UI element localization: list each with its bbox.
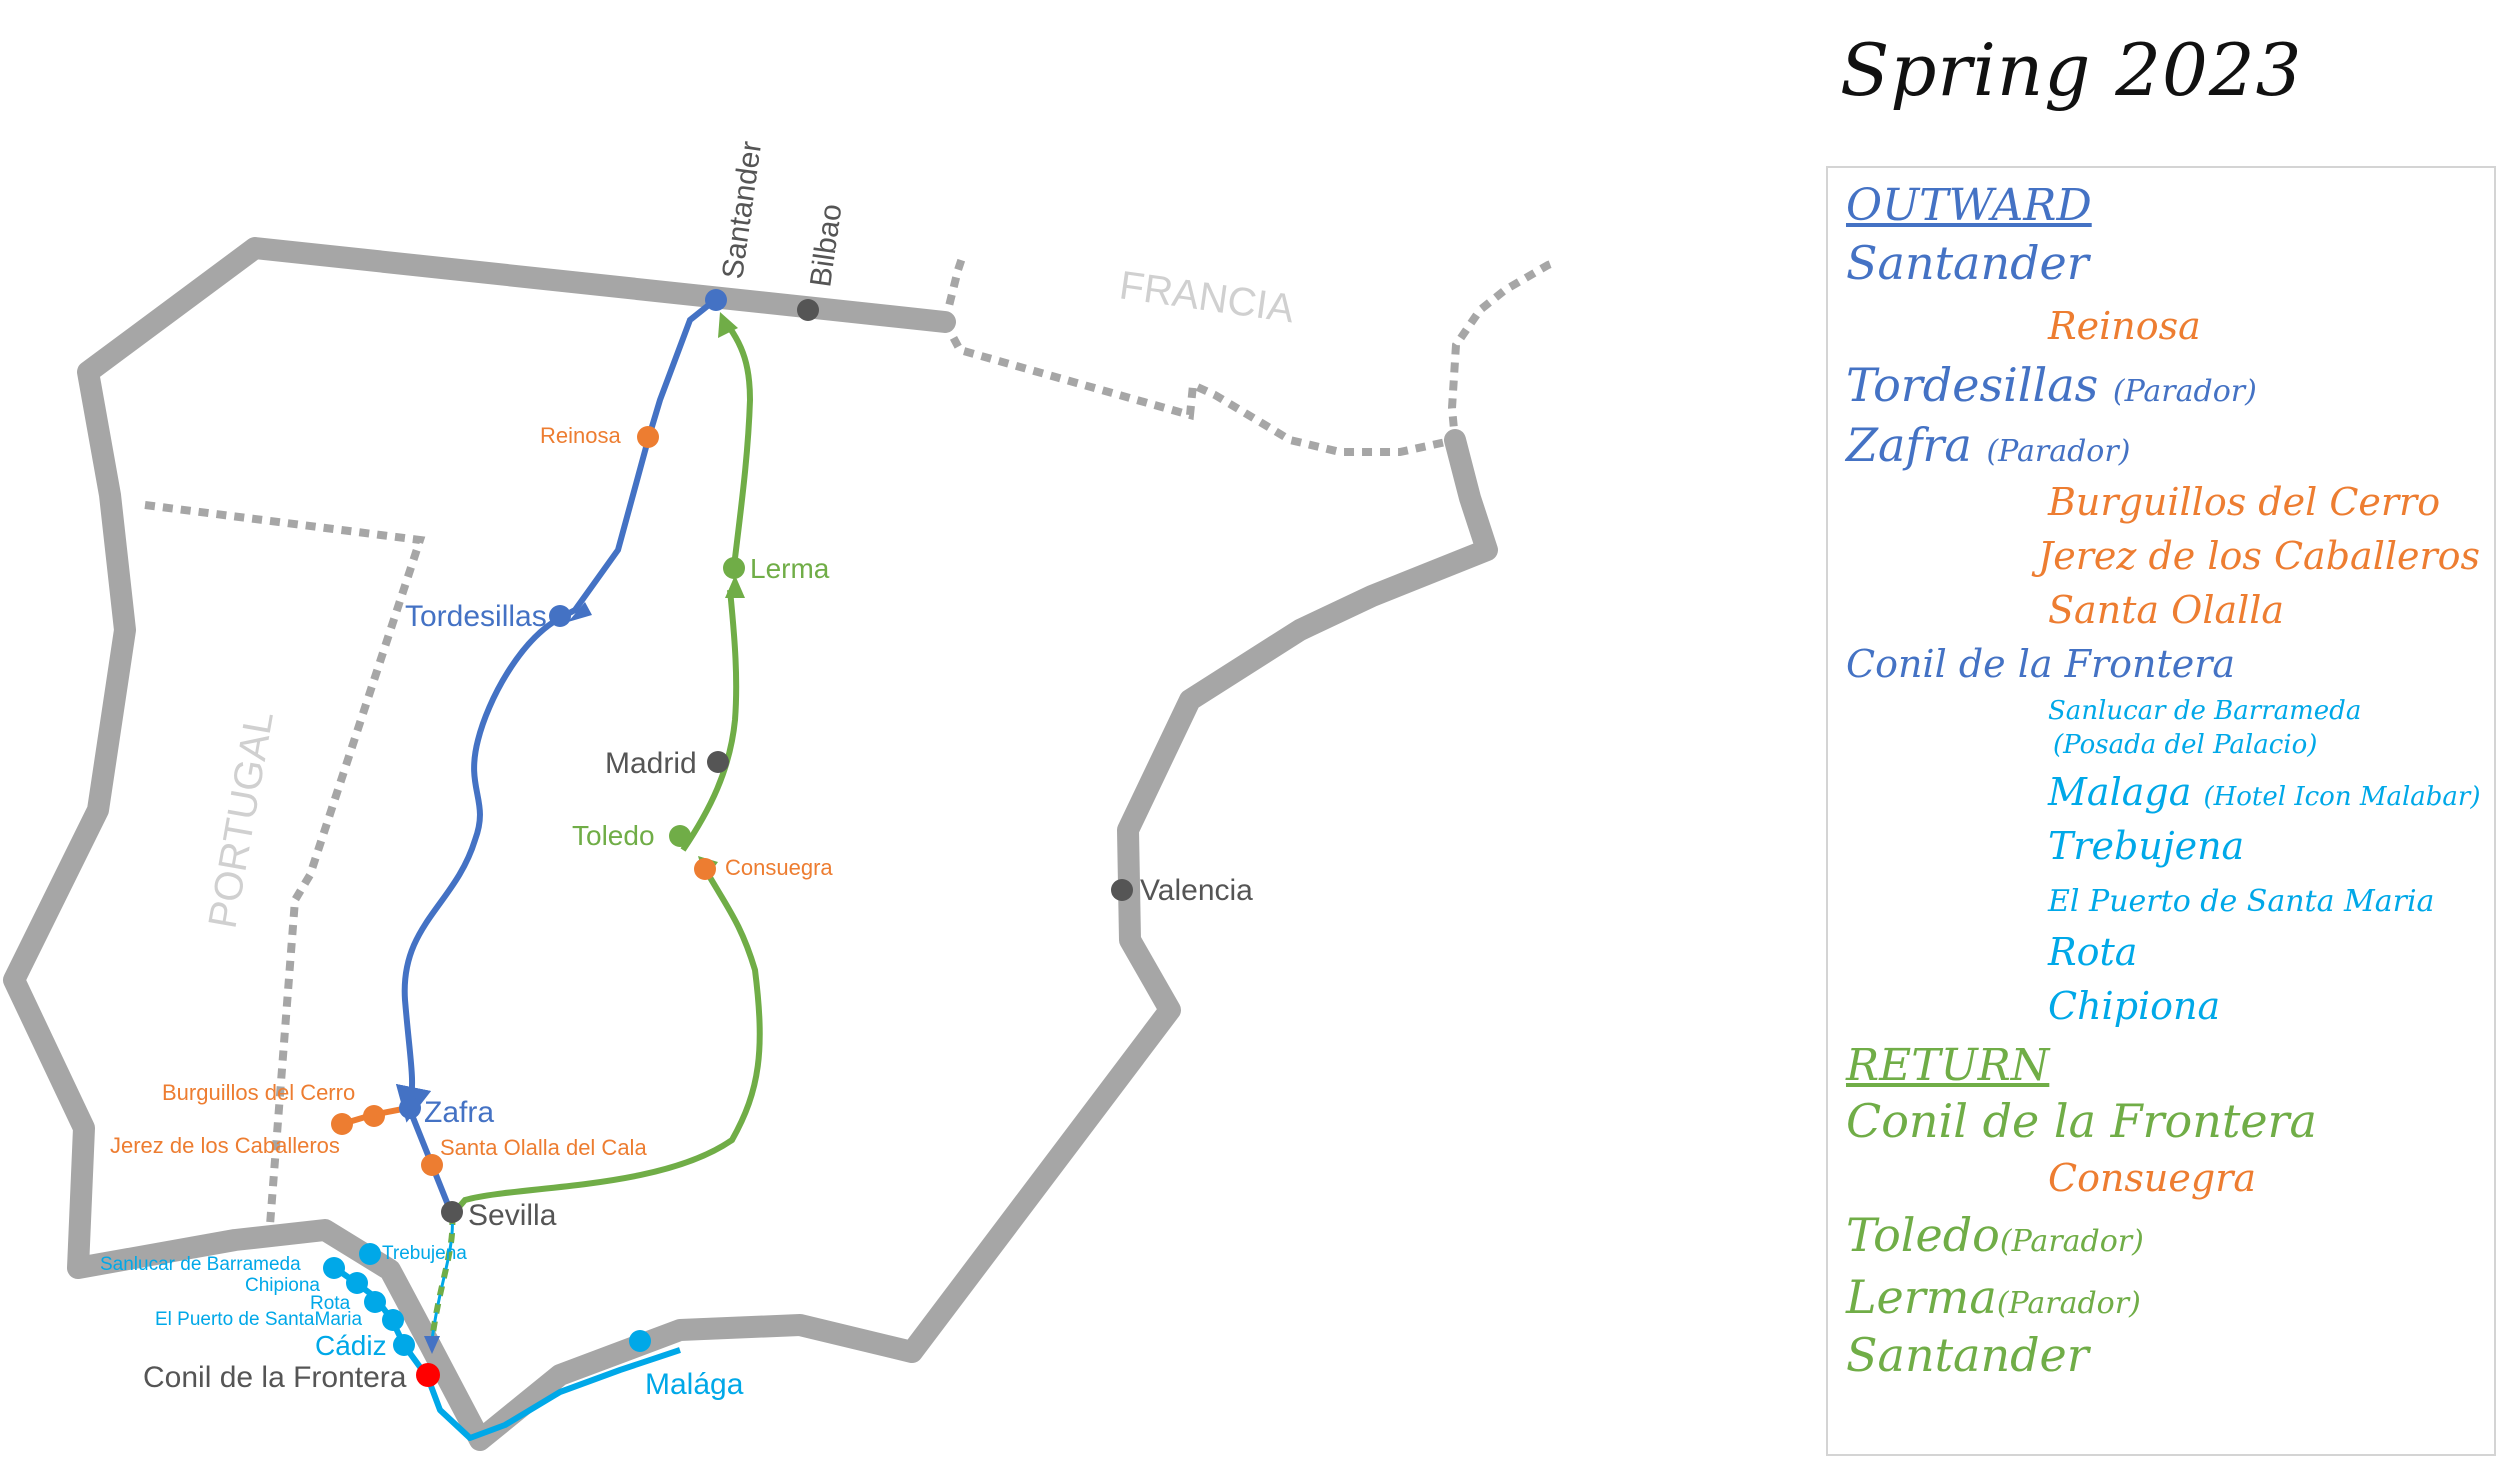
city-label-valencia: Valencia — [1140, 874, 1253, 907]
legend-heading-outward: OUTWARD — [1846, 180, 2092, 231]
legend-return-toledo-note: (Parador) — [1999, 1224, 2144, 1259]
legend-return-santander: Santander — [1846, 1328, 2089, 1382]
legend-outward-jerez: Jerez de los Caballeros — [2038, 534, 2481, 578]
legend-outward-rota: Rota — [2048, 930, 2138, 974]
legend-return-toledo-name: Toledo — [1846, 1208, 2000, 1262]
stop-dot-malaga — [629, 1330, 651, 1352]
stop-label-rota: Rota — [310, 1293, 351, 1314]
stop-label-santa-olalla: Santa Olalla del Cala — [440, 1135, 647, 1160]
return-arrow-lerma — [725, 575, 745, 598]
france-border — [941, 253, 1558, 456]
stop-label-reinosa: Reinosa — [540, 423, 621, 448]
legend-return-lerma-note: (Parador) — [1996, 1286, 2141, 1321]
stop-label-tordesillas: Tordesillas — [405, 600, 547, 633]
stop-label-jerez: Jerez de los Caballeros — [110, 1133, 340, 1158]
legend-outward-santander: Santander — [1846, 236, 2089, 290]
legend-outward-zafra-name: Zafra — [1846, 418, 1972, 472]
city-dot-sevilla — [441, 1201, 463, 1223]
stop-dot-burguillos — [363, 1105, 385, 1127]
stop-dot-toledo — [669, 825, 691, 847]
legend-outward-malaga: Malaga (Hotel Icon Malabar) — [2048, 770, 2481, 814]
stop-label-chipiona: Chipiona — [245, 1275, 320, 1296]
legend-outward-trebujena: Trebujena — [2048, 824, 2245, 868]
stop-dot-cadiz — [393, 1334, 415, 1356]
legend-return-lerma: Lerma(Parador) — [1846, 1270, 2141, 1324]
legend-return-toledo: Toledo(Parador) — [1846, 1208, 2144, 1262]
stop-label-sanlucar: Sanlucar de Barrameda — [100, 1254, 301, 1275]
stop-dot-santander — [705, 289, 727, 311]
france-label: FRANCIA — [1117, 263, 1297, 331]
stop-dot-rota — [364, 1291, 386, 1313]
legend-outward-zafra: Zafra (Parador) — [1846, 418, 2130, 472]
city-label-sevilla: Sevilla — [468, 1199, 557, 1232]
stop-label-lerma: Lerma — [750, 553, 830, 584]
legend-outward-conil: Conil de la Frontera — [1846, 642, 2236, 686]
legend-outward-santa-olalla: Santa Olalla — [2048, 588, 2285, 632]
legend-return-conil: Conil de la Frontera — [1846, 1094, 2317, 1148]
itinerary-legend: OUTWARD Santander Reinosa Tordesillas (P… — [1826, 166, 2496, 1456]
stop-dot-tordesillas — [549, 605, 571, 627]
stop-dot-trebujena — [359, 1243, 381, 1265]
legend-outward-malaga-note: (Hotel Icon Malabar) — [2203, 782, 2481, 812]
stop-dot-chipiona — [346, 1272, 368, 1294]
legend-outward-tordesillas-note: (Parador) — [2112, 374, 2257, 409]
legend-outward-tordesillas-name: Tordesillas — [1846, 358, 2099, 412]
outward-arrow-tordesillas — [568, 602, 592, 622]
legend-outward-burguillos: Burguillos del Cerro — [2048, 480, 2441, 524]
legend-outward-malaga-name: Malaga — [2048, 770, 2192, 814]
outward-route — [405, 297, 717, 1105]
legend-outward-puerto: El Puerto de Santa Maria — [2048, 884, 2435, 919]
legend-outward-sanlucar: Sanlucar de Barrameda — [2048, 696, 2362, 726]
conil-arrow — [424, 1336, 440, 1354]
legend-outward-sanlucar-note: (Posada del Palacio) — [2053, 730, 2318, 760]
city-label-santander: Santander — [716, 139, 768, 281]
page-title: Spring 2023 — [1840, 28, 2303, 112]
stop-dot-zafra — [399, 1097, 421, 1119]
stop-dot-consuegra — [694, 858, 716, 880]
city-dot-madrid — [707, 751, 729, 773]
stop-dot-jerez — [331, 1113, 353, 1135]
stop-dot-santa-olalla — [421, 1154, 443, 1176]
legend-return-consuegra: Consuegra — [2048, 1156, 2257, 1200]
legend-outward-tordesillas: Tordesillas (Parador) — [1846, 358, 2257, 412]
return-arrow-santander — [718, 312, 738, 338]
stop-label-malaga: Malága — [645, 1368, 744, 1401]
legend-outward-chipiona: Chipiona — [2048, 984, 2221, 1028]
stop-label-trebujena: Trebujena — [382, 1243, 467, 1264]
legend-return-lerma-name: Lerma — [1846, 1270, 1997, 1324]
sevilla-conil-connector-cyan — [430, 1214, 454, 1341]
stop-dot-sanlucar — [323, 1257, 345, 1279]
stop-dot-reinosa — [637, 426, 659, 448]
city-label-bilbao: Bilbao — [804, 202, 848, 289]
legend-outward-zafra-note: (Parador) — [1986, 434, 2131, 469]
stop-dot-lerma — [723, 557, 745, 579]
stop-label-consuegra: Consuegra — [725, 855, 833, 880]
stop-dot-conil — [416, 1363, 440, 1387]
legend-heading-return: RETURN — [1846, 1040, 2050, 1091]
stop-label-zafra: Zafra — [424, 1096, 494, 1129]
portugal-border — [144, 501, 426, 1226]
city-dot-valencia — [1111, 879, 1133, 901]
return-route — [449, 316, 763, 1217]
stop-label-puerto: El Puerto de SantaMaria — [155, 1309, 362, 1330]
stop-label-cadiz: Cádiz — [315, 1330, 387, 1361]
city-label-madrid: Madrid — [605, 747, 697, 780]
city-dot-bilbao — [797, 299, 819, 321]
city-label-conil: Conil de la Frontera — [143, 1361, 407, 1394]
stop-label-burguillos: Burguillos del Cerro — [162, 1080, 355, 1105]
stop-dot-puerto — [382, 1309, 404, 1331]
spain-outline — [3, 237, 1498, 1451]
legend-outward-reinosa: Reinosa — [2048, 304, 2201, 348]
portugal-label: PORTUGAL — [201, 708, 282, 932]
stop-label-toledo: Toledo — [572, 820, 655, 851]
